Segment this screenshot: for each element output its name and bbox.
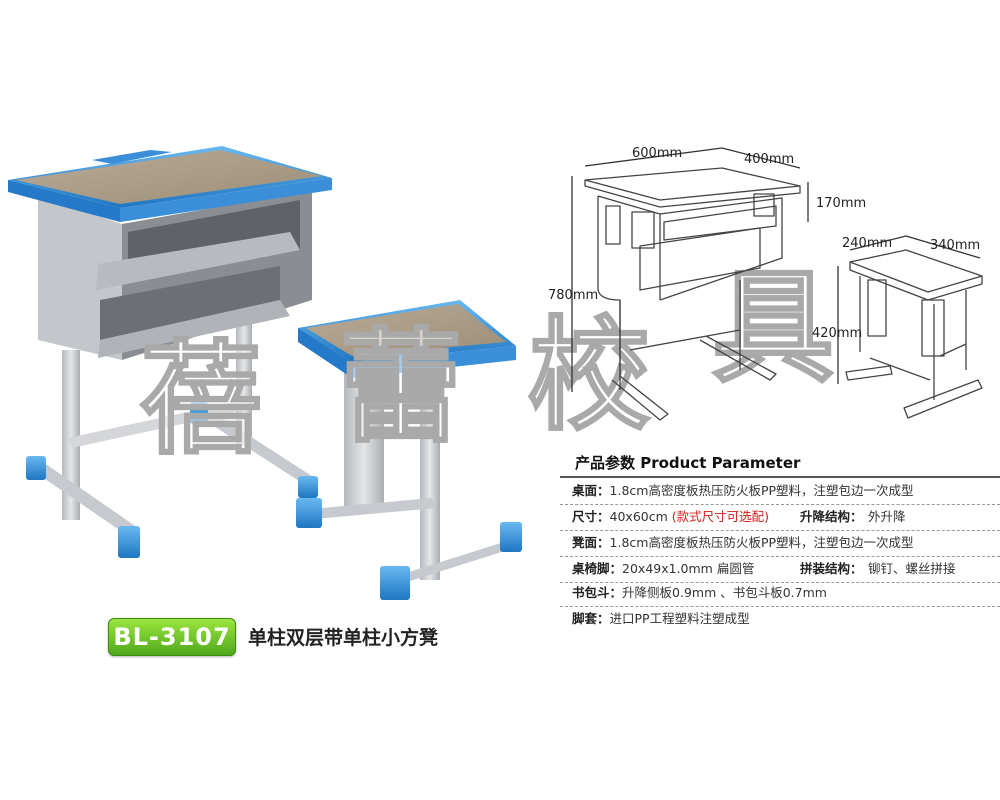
spec-row: 尺寸：40x60cm (款式尺寸可选配) 升降结构： 外升降 [560, 506, 1000, 528]
spec-value: 升降侧板0.9mm 、书包斗板0.7mm [622, 585, 827, 600]
dimension-drawing [571, 147, 983, 421]
spec-value: 铆钉、螺丝拼接 [868, 561, 956, 576]
spec-divider [560, 504, 1000, 506]
spec-value: 进口PP工程塑料注塑成型 [609, 611, 750, 626]
spec-row: 脚套：进口PP工程塑料注塑成型 [560, 608, 1000, 630]
spec-row: 桌面：1.8cm高密度板热压防火板PP塑料，注塑包边一次成型 [560, 480, 1000, 502]
dim-desk-depth: 400mm [744, 152, 795, 167]
spec-value: 40x60cm [609, 509, 668, 524]
spec-value: 20x49x1.0mm 扁圆管 [622, 561, 755, 576]
spec-value: 1.8cm高密度板热压防火板PP塑料，注塑包边一次成型 [609, 483, 914, 498]
product-name: 单柱双层带单柱小方凳 [248, 627, 439, 649]
product-photo [8, 146, 522, 600]
spec-divider [560, 556, 1000, 558]
desk-body [38, 190, 312, 360]
spec-label: 拼装结构： [800, 561, 863, 576]
spec-note: (款式尺寸可选配) [671, 509, 770, 524]
spec-row: 凳面：1.8cm高密度板热压防火板PP塑料，注塑包边一次成型 [560, 532, 1000, 554]
spec-divider [560, 476, 1000, 478]
spec-row: 书包斗：升降侧板0.9mm 、书包斗板0.7mm [560, 582, 1000, 604]
spec-label: 尺寸： [572, 509, 610, 524]
dim-stool-depth: 340mm [930, 238, 981, 253]
spec-value: 外升降 [868, 509, 906, 524]
spec-label: 脚套： [572, 611, 610, 626]
model-badge: BL-3107 [108, 618, 236, 656]
spec-label: 桌面： [572, 483, 610, 498]
spec-divider [560, 530, 1000, 532]
desk-frame [32, 320, 318, 536]
dim-desk-drawer-height: 170mm [816, 196, 867, 211]
spec-label: 书包斗： [572, 585, 623, 600]
desk-feet [26, 402, 318, 558]
spec-label: 升降结构： [800, 509, 863, 524]
dim-stool-width: 240mm [842, 236, 893, 251]
spec-divider [560, 582, 1000, 584]
desk-top [8, 146, 332, 222]
dim-desk-width: 600mm [632, 146, 683, 161]
spec-title: 产品参数 Product Parameter [575, 454, 801, 472]
stool-top [298, 300, 516, 378]
spec-divider [560, 606, 1000, 608]
stool-feet [296, 498, 522, 600]
spec-label: 桌椅脚： [572, 561, 623, 576]
spec-value: 1.8cm高密度板热压防火板PP塑料，注塑包边一次成型 [609, 535, 914, 550]
dim-stool-height: 420mm [812, 326, 863, 341]
spec-label: 凳面： [572, 535, 610, 550]
spec-row: 桌椅脚：20x49x1.0mm 扁圆管 拼装结构： 铆钉、螺丝拼接 [560, 558, 1000, 580]
dim-desk-height: 780mm [548, 288, 599, 303]
stool-frame [300, 360, 514, 588]
